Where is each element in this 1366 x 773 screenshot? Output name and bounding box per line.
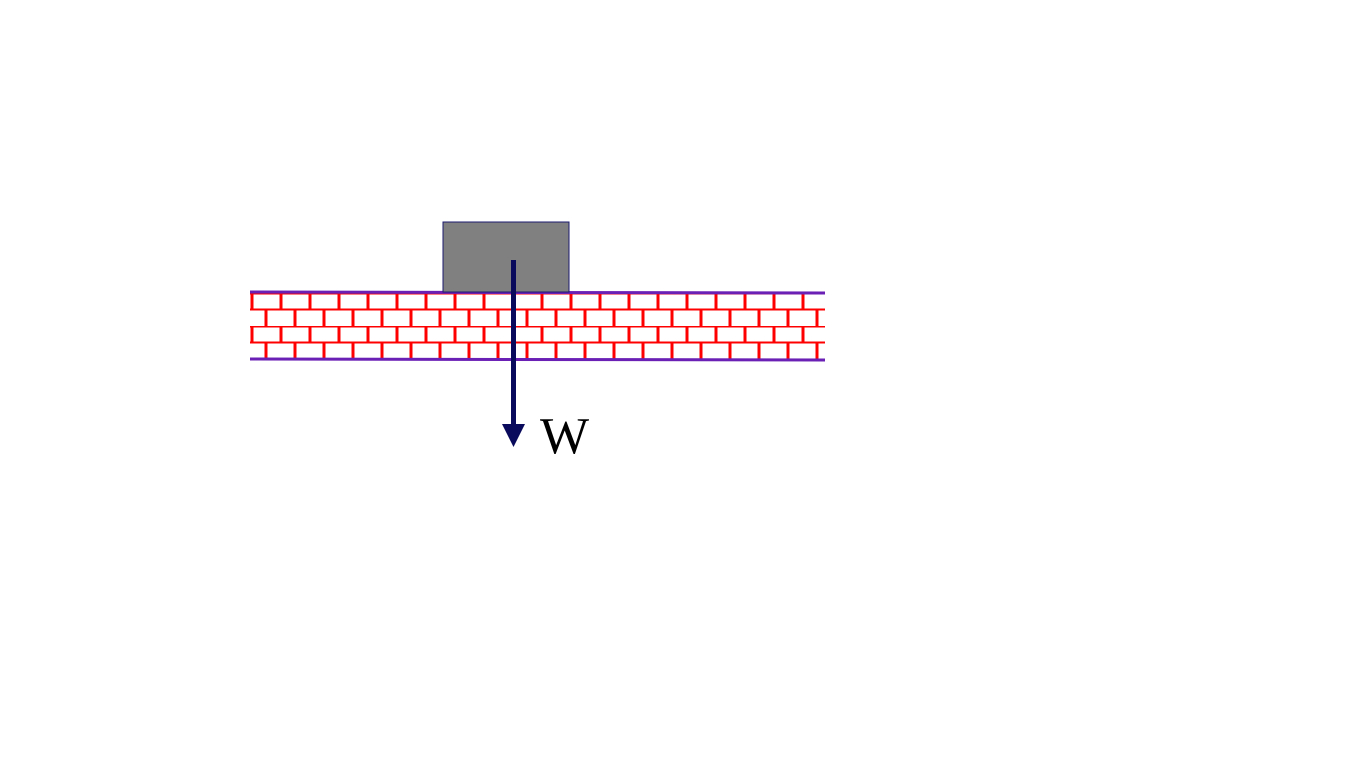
weight-label: W: [540, 408, 590, 465]
weight-arrow: [502, 260, 525, 447]
weight-arrow-head: [502, 424, 525, 447]
surface-bottom-edge: [249, 357, 826, 362]
brick-surface: [249, 290, 826, 362]
brick-wall: [250, 293, 825, 359]
block: [442, 221, 570, 293]
